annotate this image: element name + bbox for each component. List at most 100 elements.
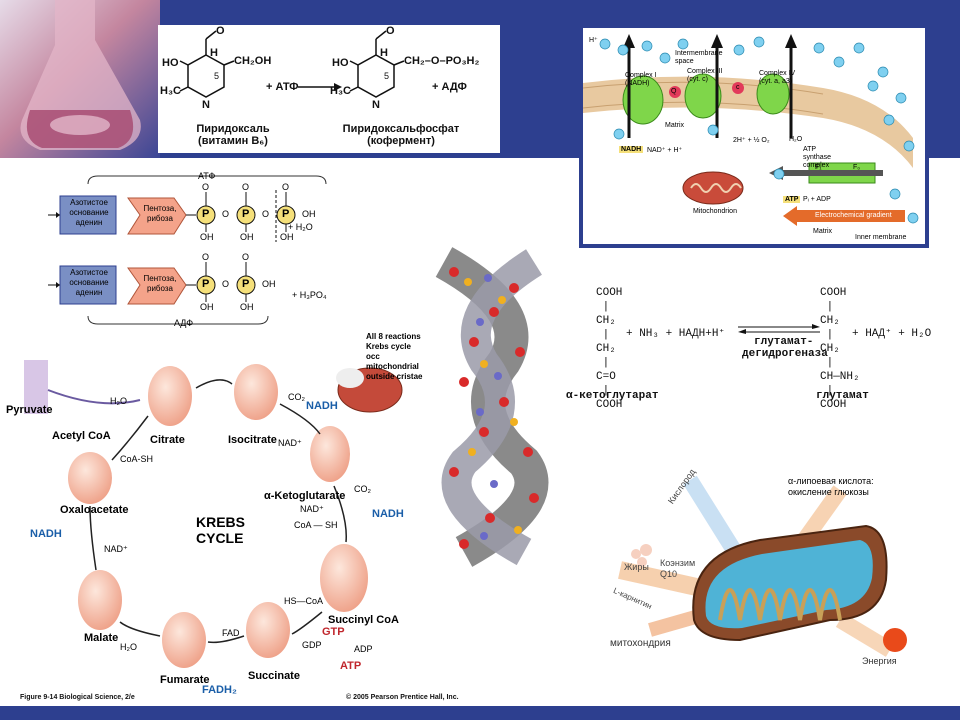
oh-3: OH <box>280 232 294 242</box>
pyruvate-label: Pyruvate <box>6 404 53 416</box>
right-products: + НАД⁺ + H₂O <box>852 328 932 340</box>
pyridoxal-phosphate-name-block: Пиридоксальфосфат (кофермент) <box>326 123 476 147</box>
f0-label: F₀ <box>853 164 861 171</box>
nadplus-2: NAD⁺ <box>300 504 324 514</box>
position-5-label: 5 <box>214 71 220 81</box>
malate-label: Malate <box>84 632 119 644</box>
glutamate-reaction-panel: COOH | CH₂ | CH₂ | C=O | COOH + NH₃ + НА… <box>566 286 946 411</box>
hs-coa: HS—CoA <box>284 596 324 606</box>
atp-adp-diagram <box>48 175 327 325</box>
akg-cooh-bottom: COOH <box>596 399 623 411</box>
oxaloacetate-label: Oxaloacetate <box>60 504 129 516</box>
pyridoxal-panel: O H HO CH₂OH 5 H₃C N + АТФ O H HO CH₂–O–… <box>158 25 500 153</box>
mitochondria-illustration: α-липоевая кислота: окисление глюкозы Ки… <box>590 467 920 670</box>
fats-label: Жиры <box>624 562 649 572</box>
top-o-2: O <box>242 182 250 192</box>
co2-2: CO₂ <box>354 484 371 494</box>
position-5-label-right: 5 <box>384 71 390 81</box>
krebs-title-line2: CYCLE <box>196 530 244 546</box>
oh-2: OH <box>240 232 254 242</box>
nadh-label: NADH <box>619 146 644 153</box>
enzyme-line1: глутамат- <box>754 336 814 348</box>
ring-nitrogen-label-right: N <box>372 99 380 111</box>
phosphate-adp-2: P <box>242 278 250 290</box>
oh-adp-terminal: OH <box>262 279 276 289</box>
q10-label: Q10 <box>660 569 678 579</box>
fumarate-label: Fumarate <box>160 674 210 686</box>
hydroxyl-label: HO <box>162 57 179 69</box>
dna-helix-image <box>424 247 560 567</box>
etc-diagram <box>582 34 919 226</box>
akg-co: C=O <box>596 371 616 383</box>
water-plus: + H₂O <box>288 222 313 232</box>
gradient-label: Electrochemical gradient <box>815 212 892 219</box>
coa-sh-2: CoA — SH <box>294 520 338 530</box>
phosphate-2: P <box>242 208 250 220</box>
complex-iii-label: Complex III (cyt. c) <box>687 68 723 83</box>
bridge-o-2: O <box>262 209 270 219</box>
enzyme-line2: дегидрогеназа <box>742 348 828 360</box>
phosphate-chain-label: CH₂–O–PO₃H₂ <box>404 55 480 67</box>
figure-caption: Figure 9-14 Biological Science, 2/e <box>20 694 135 701</box>
isocitrate-label: Isocitrate <box>228 434 277 446</box>
alpha-lipoic-label: α-липоевая кислота: <box>788 476 874 486</box>
adp-label: ADP <box>354 644 373 654</box>
ch2oh-label: CH₂OH <box>234 55 272 67</box>
adenine-label-adp: Азотистое основание аденин <box>69 268 109 297</box>
cytochrome-c-label: c <box>736 84 740 91</box>
atp-adp-panel: АТФ АДФ Азотистое основание аденин Пенто… <box>48 170 344 330</box>
citrate-label: Citrate <box>150 434 185 446</box>
fadh2-label: FADH₂ <box>202 684 237 696</box>
atp-label: ATP <box>783 196 801 203</box>
complex-i-label: Complex I (NADH) <box>625 72 657 87</box>
glucose-oxidation-label: окисление глюкозы <box>788 487 869 497</box>
glu-cooh-bottom: COOH <box>820 399 847 411</box>
pyridoxal-vitamin: (витамин B₆) <box>198 135 268 147</box>
krebs-title: KREBS CYCLE <box>196 514 245 546</box>
coenzyme-label: (кофермент) <box>367 135 435 147</box>
alpha-ketoglutarate-name: α-кетоглутарат <box>566 390 659 402</box>
oh-adp-1: OH <box>200 302 214 312</box>
fad-label: FAD <box>222 628 240 638</box>
plus-atf: + АТФ <box>266 81 299 93</box>
f1-label: F₁ <box>815 164 822 171</box>
plus-adf: + АДФ <box>432 81 467 93</box>
glu-cooh-top: COOH <box>820 287 847 299</box>
top-o-adp-2: O <box>242 252 250 262</box>
akg-ch2-2: CH₂ <box>596 343 616 355</box>
intermembrane-label: Intermembrane space <box>675 50 723 65</box>
coenzyme-label: Коэнзим <box>660 558 696 568</box>
atp-krebs-label: ATP <box>340 660 362 672</box>
h2o-malate: H₂O <box>120 642 137 652</box>
ubiquinone-label: Q <box>671 88 677 95</box>
glu-ch-nh2: CH—NH₂ <box>820 371 860 383</box>
coash-citrate: CoA-SH <box>120 454 154 464</box>
oh-1: OH <box>200 232 214 242</box>
bottom-background-band <box>0 706 960 720</box>
gdp-label: GDP <box>302 640 322 650</box>
etc-inner: H⁺ Intermembrane space Complex I (NADH) … <box>582 28 925 244</box>
nadh-3: NADH <box>30 528 62 540</box>
coenzyme-q10-block: Коэнзим Q10 <box>660 558 695 580</box>
succinyl-coa-label: Succinyl CoA <box>328 614 399 626</box>
krebs-cycle-diagram <box>24 360 403 668</box>
top-o-3: O <box>282 182 290 192</box>
phosphoric-acid-plus: + H₃PO₄ <box>292 290 327 300</box>
pyridoxal-name-block: Пиридоксаль (витамин B₆) <box>178 123 288 147</box>
adf-label: АДФ <box>174 318 194 328</box>
krebs-note: All 8 reactions Krebs cycle occ mitochon… <box>366 332 423 381</box>
glu-ch2-1: CH₂ <box>820 315 840 327</box>
hydroxyl-label-right: HO <box>332 57 349 69</box>
equilibrium-arrow <box>738 324 820 334</box>
succinate-label: Succinate <box>248 670 300 682</box>
atf-label: АТФ <box>198 171 216 181</box>
matrix-label-lower: Matrix <box>813 228 833 235</box>
nad-label: NAD⁺ + H⁺ <box>647 147 683 154</box>
phosphate-3: P <box>282 208 290 220</box>
alpha-ketoglutarate-label: α-Ketoglutarate <box>264 490 346 502</box>
ribose-label-atp: Пентоза, рибоза <box>143 204 177 223</box>
copyright-caption: © 2005 Pearson Prentice Hall, Inc. <box>346 694 459 701</box>
bridge-o-adp: O <box>222 279 230 289</box>
bridge-o-1: O <box>222 209 230 219</box>
inner-membrane-label: Inner membrane <box>855 234 907 241</box>
